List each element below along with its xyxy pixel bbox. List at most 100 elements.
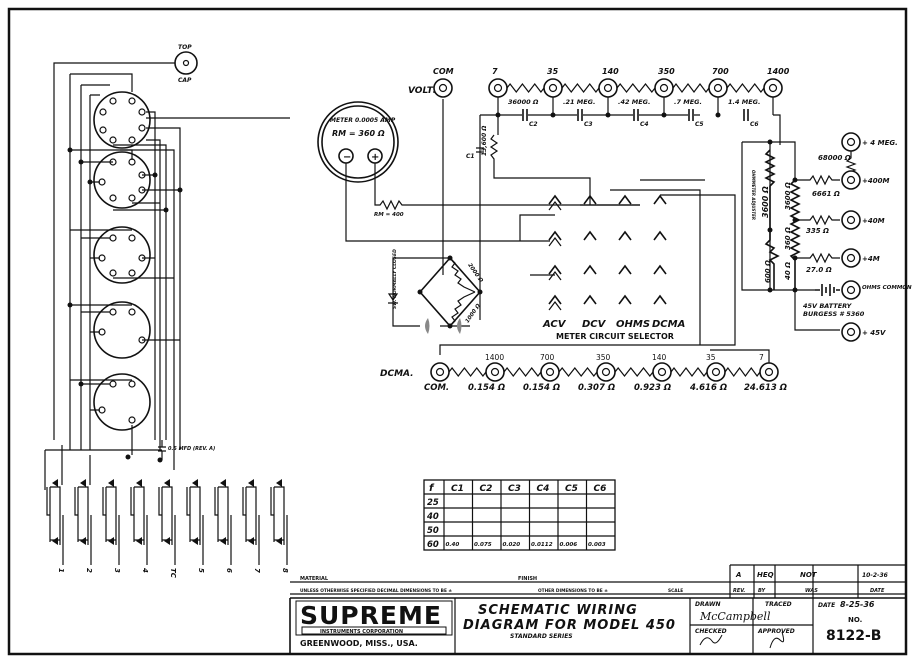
rev-was-value: NOT: [800, 571, 818, 579]
jack-volts-1400[interactable]: [763, 78, 783, 98]
tube-switch-1[interactable]: 1: [46, 479, 65, 573]
top-cap-jack: [174, 51, 198, 75]
company-location: GREENWOOD, MISS., USA.: [300, 639, 418, 648]
tube-socket-5: [93, 373, 151, 431]
jack-volts-140[interactable]: [598, 78, 618, 98]
jack-dcma-140[interactable]: [652, 362, 672, 382]
selector-ohms-label: OHMS: [616, 319, 650, 330]
jack-ohms-2[interactable]: [841, 210, 861, 230]
material-label: MATERIAL: [300, 576, 329, 582]
rev-date-value: 10-2-36: [862, 572, 888, 579]
dcma-resistor-label: 0.307 Ω: [578, 383, 615, 393]
tube-switch-TC[interactable]: TC: [158, 479, 177, 579]
ohms-jack-label: + 45V: [862, 329, 886, 337]
date-label: DATE: [818, 602, 836, 609]
table-cell: 0.075: [474, 542, 492, 548]
dcma-jack-label: 1400: [485, 353, 504, 362]
capacitor-label: C6: [750, 121, 759, 128]
jack-ohms-0[interactable]: [841, 132, 861, 152]
table-cell: 0.020: [503, 542, 521, 548]
jack-dcma-700[interactable]: [540, 362, 560, 382]
dcma-resistor: [670, 367, 708, 377]
selector-contact: [618, 264, 632, 275]
adjuster-value-label: 3600 Ω: [761, 186, 770, 218]
capacitor-c1-label: C1: [466, 153, 475, 160]
ohms-jack-label: OHMS COMMON: [862, 285, 912, 291]
other-dims-label: OTHER DIMENSIONS TO BE ±: [538, 588, 608, 594]
chain-360-label: 360 Ω: [784, 227, 792, 250]
jack-volts-35[interactable]: [543, 78, 563, 98]
drawing-series: STANDARD SERIES: [510, 633, 573, 640]
volts-resistor-label: .42 MEG.: [618, 98, 651, 106]
jack-ohms-4[interactable]: [841, 280, 861, 300]
jack-ohms-1[interactable]: [841, 170, 861, 190]
switch-label: 8: [281, 568, 289, 573]
tube-switch-3[interactable]: 3: [102, 479, 121, 573]
rectifier-r1-label: 2000 Ω: [466, 262, 484, 284]
tolerance-label: UNLESS OTHERWISE SPECIFIED DECIMAL DIMEN…: [300, 588, 452, 594]
dcma-resistor: [614, 367, 654, 377]
ohms-section: 3600 Ω OHMMETER ADJUSTER 600 Ω 3600 Ω 36…: [741, 132, 912, 342]
selector-contact: [618, 230, 632, 241]
drawing-no-label: NO.: [848, 616, 862, 624]
dcma-resistor-label: 0.154 Ω: [523, 383, 560, 393]
selector-dcv-label: DCV: [582, 319, 607, 330]
jack-volts-350[interactable]: [654, 78, 674, 98]
tube-switch-5[interactable]: 5: [186, 479, 205, 573]
volts-resistor: [726, 83, 765, 93]
tube-capacitor-label: 0.5 MFD (REV. A): [168, 446, 215, 452]
volts-label: VOLTS: [408, 86, 439, 96]
drawn-by-signature: McCampbell: [699, 610, 771, 623]
was-header: WAS: [805, 588, 818, 594]
resistor-68000-label: 68000 Ω: [818, 154, 851, 162]
tube-switch-8[interactable]: 8: [270, 479, 289, 573]
dcma-resistor: [558, 367, 598, 377]
checked-label: CHECKED: [695, 628, 727, 635]
jack-dcma-7[interactable]: [759, 362, 779, 382]
ohms-jack-label: +4M: [862, 255, 880, 263]
chain-40-label: 40 Ω: [784, 262, 792, 280]
ohmmeter-adjuster-label: OHMMETER ADJUSTER: [751, 170, 756, 220]
resistor-600-label: 600 Ω: [764, 260, 772, 283]
tube-switch-2[interactable]: 2: [74, 479, 93, 573]
dcma-resistor-label: 0.923 Ω: [634, 383, 671, 393]
table-header: C5: [565, 484, 578, 494]
switch-label: 4: [141, 568, 149, 573]
capacitor-label: C4: [640, 121, 649, 128]
company-logo: SUPREME: [300, 601, 442, 630]
volts-resistor: [561, 83, 600, 93]
switch-label: TC: [169, 568, 177, 579]
tube-switch-4[interactable]: 4: [130, 479, 149, 573]
dcma-jack-label: 350: [596, 353, 611, 362]
tube-switch-7[interactable]: 7: [242, 479, 261, 573]
dcma-jack-label: 700: [540, 353, 555, 362]
jack-volts-com[interactable]: [433, 78, 453, 98]
meter-circuit-selector: ACV DCV OHMS DCMA METER CIRCUIT SELECTOR: [439, 179, 736, 355]
meter-pos-sign: +: [371, 152, 379, 163]
jack-dcma-1400[interactable]: [485, 362, 505, 382]
volts-jack-label: 140: [602, 67, 619, 76]
rectifier-bridge: SW. NORMALLY CLOSED 2000 Ω 1000 Ω: [387, 249, 484, 334]
tube-socket-3: [93, 226, 151, 284]
volts-jack-label: 350: [658, 67, 675, 76]
jack-volts-7[interactable]: [488, 78, 508, 98]
jack-dcma-COM.[interactable]: [430, 362, 450, 382]
jack-dcma-350[interactable]: [596, 362, 616, 382]
table-row-frequency: 60: [427, 540, 439, 550]
jack-dcma-35[interactable]: [706, 362, 726, 382]
title-block: MATERIAL FINISH UNLESS OTHERWISE SPECIFI…: [289, 564, 906, 654]
capacitor-label: C3: [584, 121, 593, 128]
tube-switch-6[interactable]: 6: [214, 479, 233, 573]
volts-jack-label: COM: [433, 67, 454, 76]
jack-volts-700[interactable]: [708, 78, 728, 98]
switch-label: 1: [57, 568, 65, 573]
selector-contact: [583, 194, 597, 205]
volts-jack-label: 35: [547, 67, 559, 76]
selector-contact: [618, 194, 632, 205]
dcma-resistor: [448, 367, 487, 377]
jack-ohms-5[interactable]: [841, 322, 861, 342]
chain-3600-label: 3600 Ω: [784, 182, 792, 210]
jack-ohms-3[interactable]: [841, 248, 861, 268]
